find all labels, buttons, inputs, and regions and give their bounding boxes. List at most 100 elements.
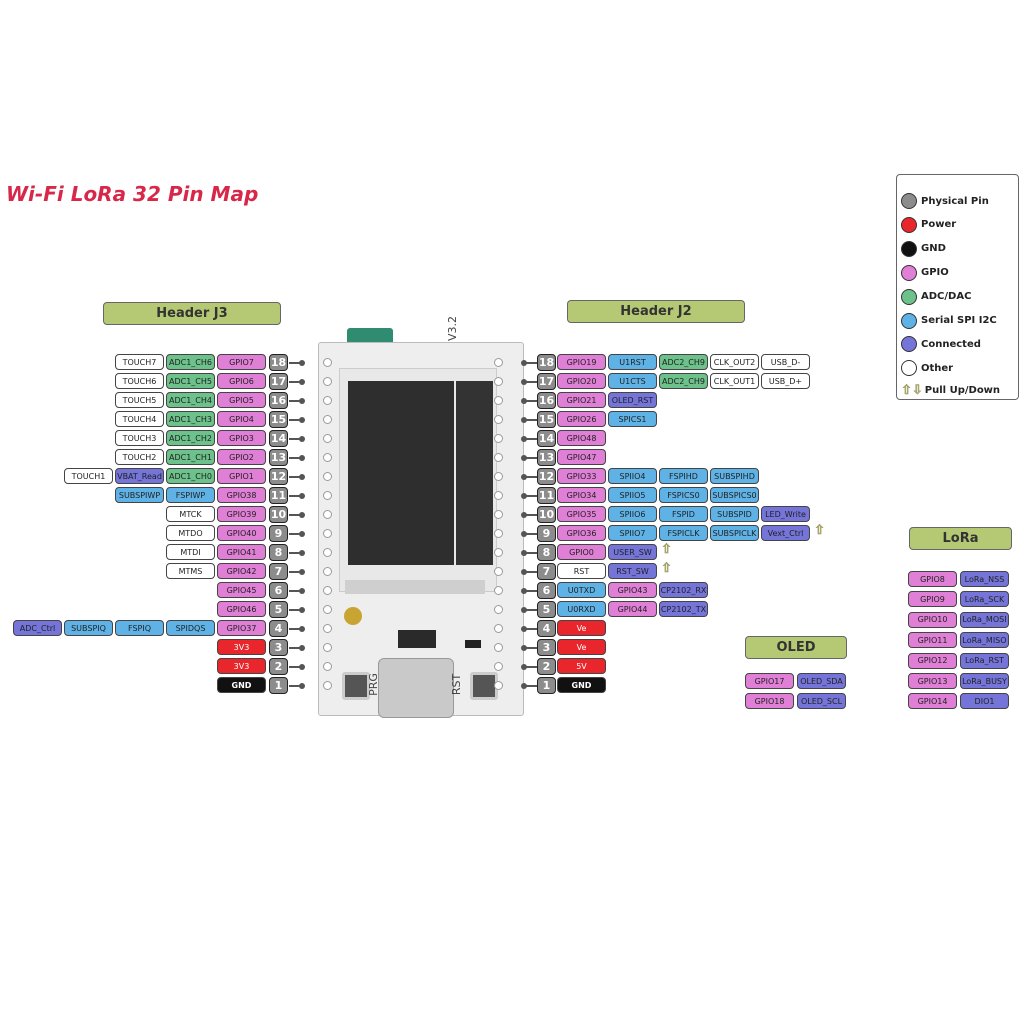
- pin-label-gpio: GPIO0: [557, 544, 606, 560]
- pin-dot: [299, 607, 305, 613]
- pin-lead: [289, 495, 301, 497]
- pin-label-gpio: GPIO3: [217, 430, 266, 446]
- pin-number: 17: [537, 373, 556, 390]
- lora-section-title: LoRa: [909, 527, 1012, 550]
- pin-number: 4: [269, 620, 288, 637]
- prg-button[interactable]: [342, 672, 370, 700]
- pin-lead: [289, 533, 301, 535]
- pin-label-other: USB_D-: [761, 354, 810, 370]
- pin-number: 15: [537, 411, 556, 428]
- usb-c-port: [378, 658, 454, 718]
- pin-number: 1: [269, 677, 288, 694]
- pin-label-adc: ADC2_CH9: [659, 373, 708, 389]
- pin-lead: [525, 476, 537, 478]
- pin-lead: [289, 609, 301, 611]
- header-hole: [323, 567, 332, 576]
- pin-dot: [521, 512, 527, 518]
- pin-number: 16: [269, 392, 288, 409]
- legend-item-pull: ⇧⇩ Pull Up/Down: [901, 383, 1001, 399]
- pin-dot: [521, 379, 527, 385]
- header-hole: [323, 396, 332, 405]
- pin-lead: [289, 647, 301, 649]
- pin-number: 5: [269, 601, 288, 618]
- pin-dot: [521, 531, 527, 537]
- pin-label-gpio: GPIO6: [217, 373, 266, 389]
- pin-dot: [299, 417, 305, 423]
- oled-screen: [348, 381, 454, 565]
- oled-flex: [456, 381, 493, 565]
- pin-dot: [299, 360, 305, 366]
- pin-label-other: MTDO: [166, 525, 215, 541]
- pin-label-adc: ADC1_CH2: [166, 430, 215, 446]
- legend-label: Pull Up/Down: [924, 385, 1001, 396]
- pin-label-power: Ve: [557, 620, 606, 636]
- pin-label-gpio: GPIO13: [908, 673, 957, 689]
- pin-number: 3: [269, 639, 288, 656]
- header-hole: [494, 434, 503, 443]
- pin-label-connected: OLED_RST: [608, 392, 657, 408]
- pin-label-other: MTCK: [166, 506, 215, 522]
- pin-number: 3: [537, 639, 556, 656]
- pin-lead: [525, 685, 537, 687]
- header-hole: [494, 510, 503, 519]
- header-hole: [494, 415, 503, 424]
- pin-number: 18: [269, 354, 288, 371]
- pin-label-serial: FSPIHD: [659, 468, 708, 484]
- pin-label-serial: U0TXD: [557, 582, 606, 598]
- pin-label-other: TOUCH6: [115, 373, 164, 389]
- pin-lead: [525, 362, 537, 364]
- legend-label: Connected: [921, 338, 981, 350]
- legend-label: GND: [921, 243, 946, 255]
- pin-label-serial: U0RXD: [557, 601, 606, 617]
- legend-swatch-icon: [901, 216, 917, 233]
- legend-swatch-icon: [901, 193, 917, 209]
- pin-dot: [521, 550, 527, 556]
- pin-lead: [525, 419, 537, 421]
- header-hole: [494, 358, 503, 367]
- pin-number: 1: [537, 677, 556, 694]
- pin-label-gpio: GPIO26: [557, 411, 606, 427]
- pin-label-connected: OLED_SDA: [797, 673, 846, 689]
- pin-label-adc: ADC1_CH4: [166, 392, 215, 408]
- pin-label-gpio: GPIO34: [557, 487, 606, 503]
- pin-number: 17: [269, 373, 288, 390]
- legend-swatch-icon: [901, 336, 917, 353]
- pin-label-gpio: GPIO33: [557, 468, 606, 484]
- pin-label-connected: LoRa_MOSI: [960, 611, 1009, 628]
- header-hole: [494, 643, 503, 652]
- pin-number: 14: [269, 430, 288, 447]
- header-hole: [494, 377, 503, 386]
- pin-label-gpio: GPIO47: [557, 449, 606, 465]
- pin-lead: [525, 457, 537, 459]
- pin-label-other: CLK_OUT1: [710, 373, 759, 389]
- pin-label-serial: SPICS1: [608, 411, 657, 427]
- pin-number: 13: [269, 449, 288, 466]
- header-hole: [494, 548, 503, 557]
- pin-label-connected: DIO1: [960, 693, 1009, 710]
- header-hole: [494, 586, 503, 595]
- pin-label-gpio: GPIO38: [217, 487, 266, 503]
- pin-label-serial: SUBSPIWP: [115, 487, 164, 503]
- pin-number: 8: [537, 544, 556, 561]
- pin-label-connected: CP2102_TX: [659, 601, 708, 617]
- pin-lead: [525, 666, 537, 668]
- pin-number: 7: [537, 563, 556, 580]
- rst-button[interactable]: [470, 672, 498, 700]
- pin-lead: [525, 495, 537, 497]
- pin-dot: [521, 626, 527, 632]
- pin-label-gpio: GPIO21: [557, 392, 606, 408]
- pin-number: 12: [269, 468, 288, 485]
- pin-label-other: MTDI: [166, 544, 215, 560]
- pin-lead: [289, 419, 301, 421]
- pin-dot: [299, 531, 305, 537]
- ipex-connector: [344, 607, 362, 625]
- pin-label-other: TOUCH4: [115, 411, 164, 427]
- legend-item: GPIO: [901, 264, 949, 281]
- header-hole: [323, 681, 332, 690]
- pin-lead: [525, 381, 537, 383]
- pin-dot: [521, 645, 527, 651]
- pin-label-gpio: GPIO10: [908, 611, 957, 628]
- pin-dot: [299, 398, 305, 404]
- pin-label-connected: ADC_Ctrl: [13, 620, 62, 636]
- pin-label-other: USB_D+: [761, 373, 810, 389]
